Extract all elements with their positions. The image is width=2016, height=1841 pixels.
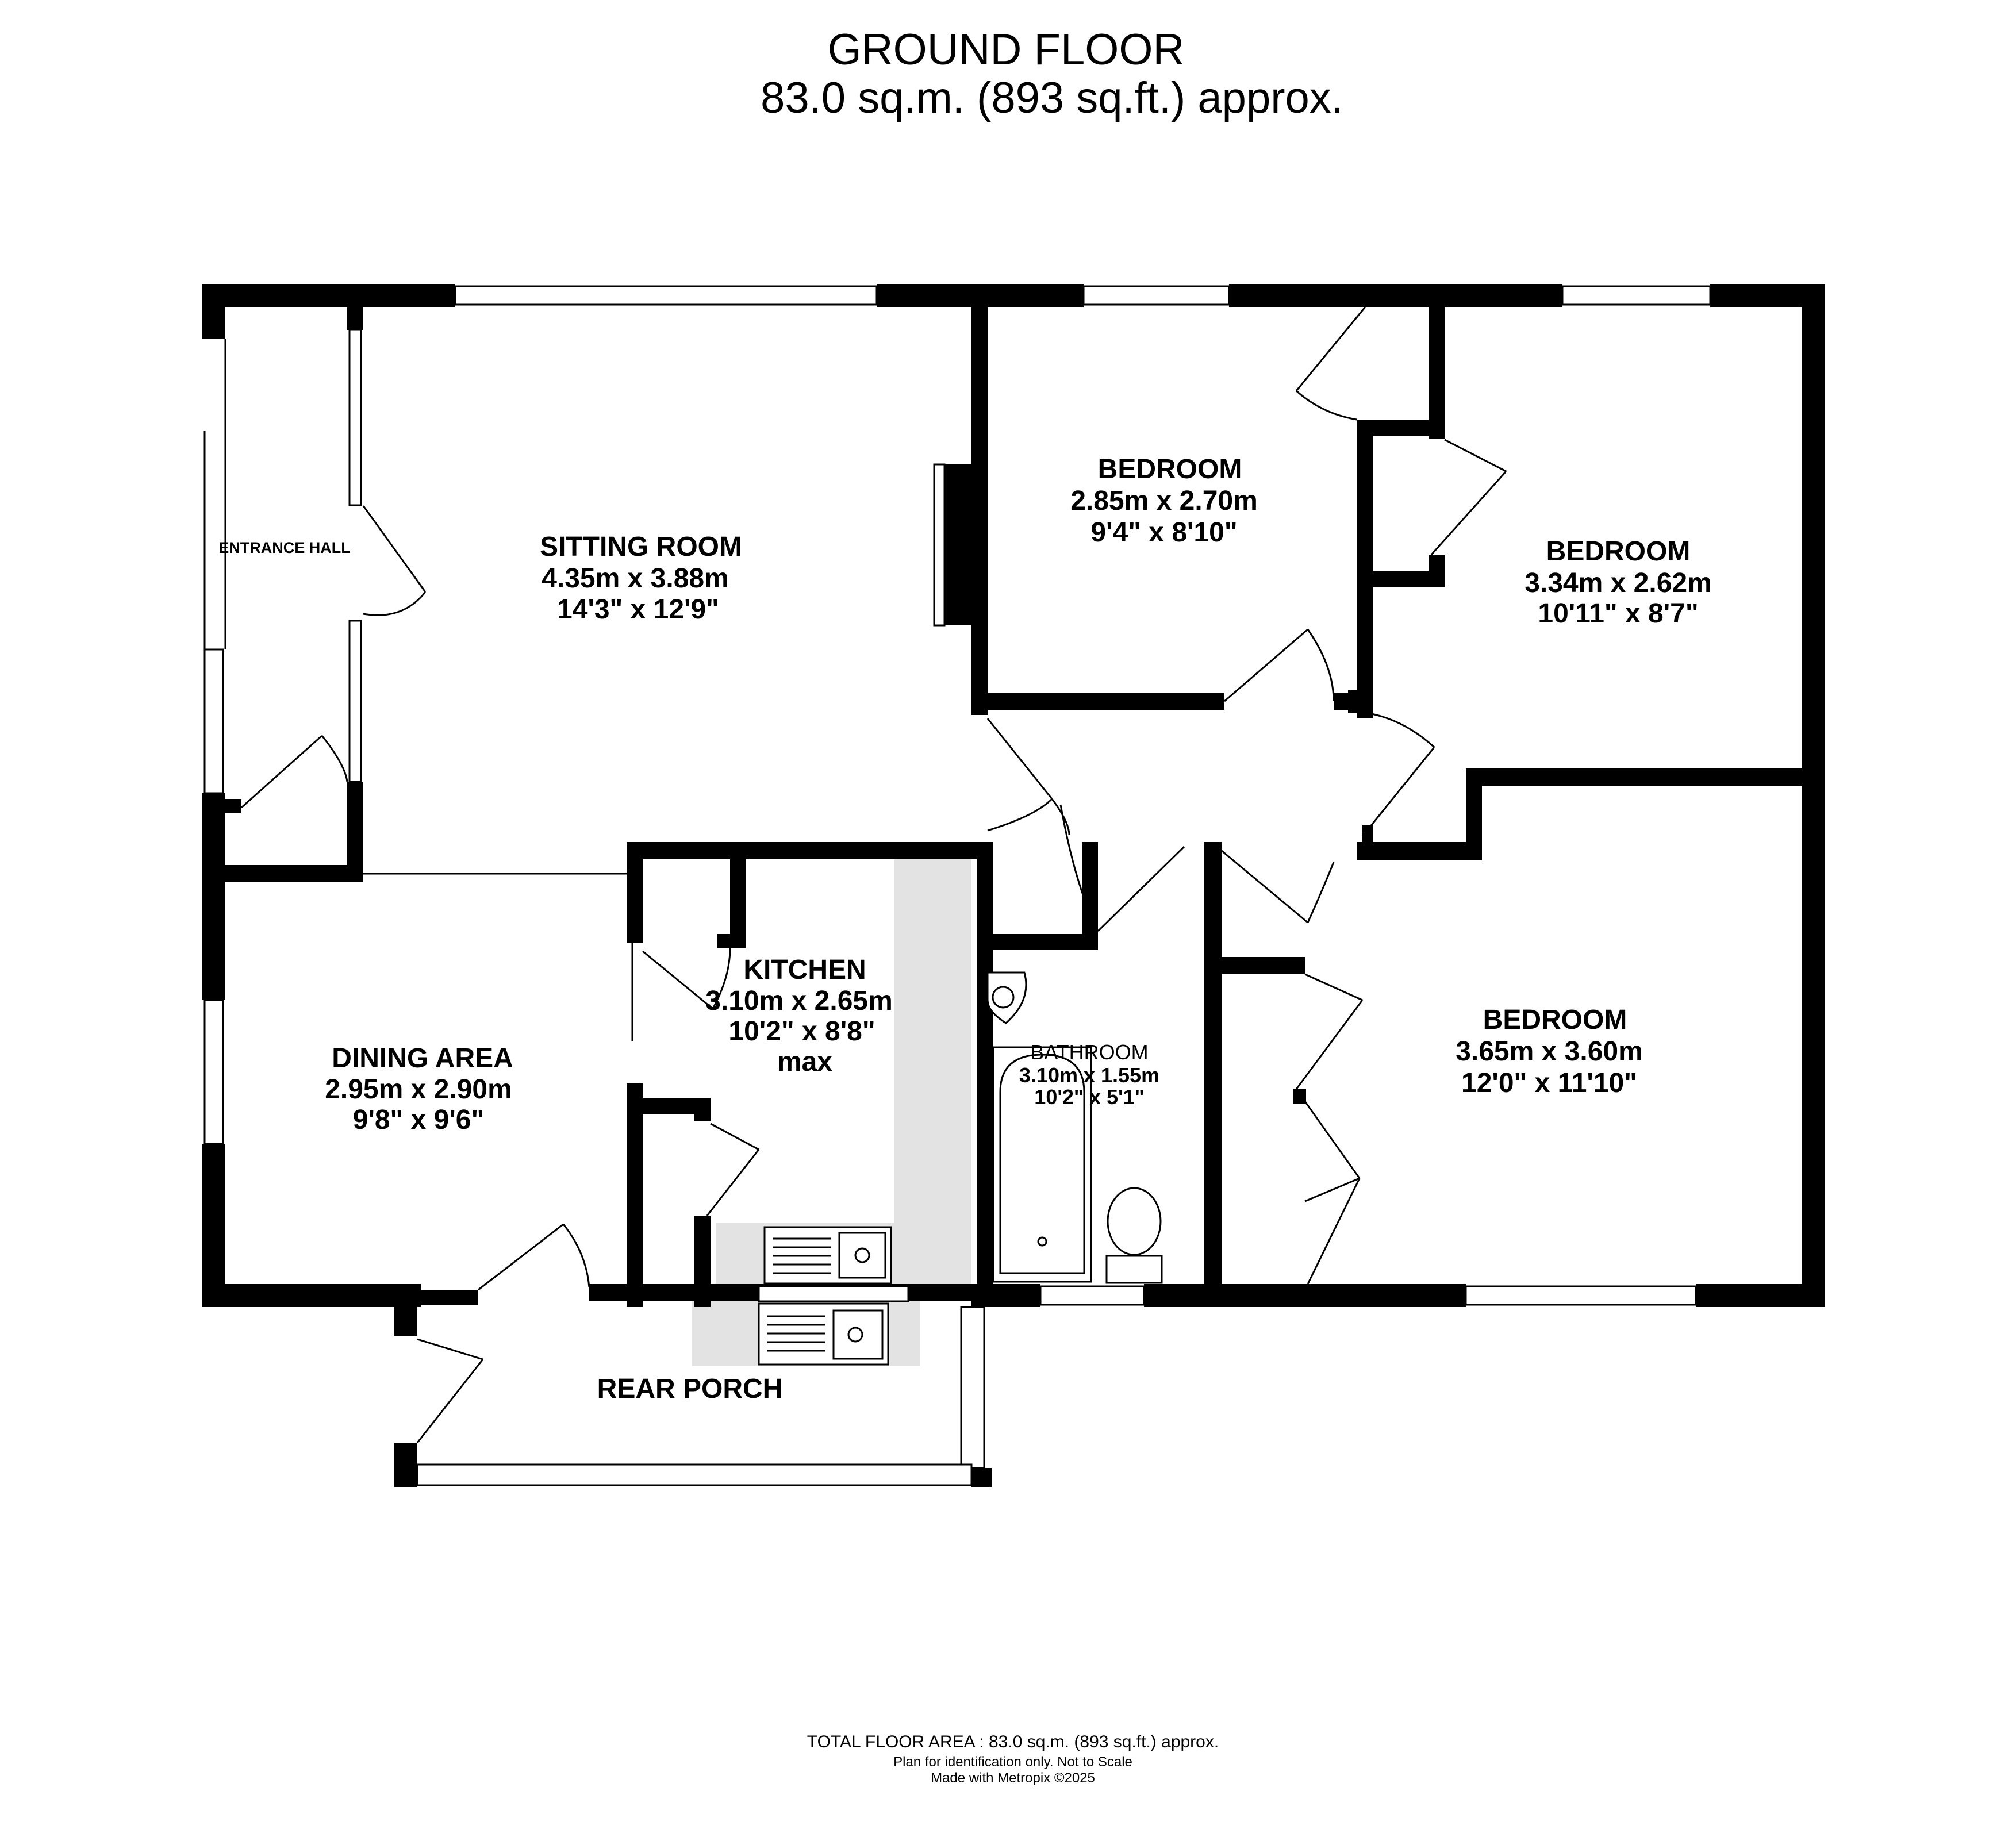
bathroom-metric: 3.10m x 1.55m <box>1019 1063 1159 1087</box>
doors <box>241 306 1507 1443</box>
kitchen-imperial: 10'2" x 8'8" <box>728 1016 875 1047</box>
bedroom-3-imperial: 12'0" x 11'10" <box>1461 1068 1637 1098</box>
rear-porch-label: REAR PORCH <box>597 1374 783 1404</box>
dining-area-name: DINING AREA <box>332 1043 513 1074</box>
disclaimer: Plan for identification only. Not to Sca… <box>893 1754 1132 1770</box>
kitchen-note: max <box>777 1047 832 1077</box>
entrance-door <box>362 505 427 616</box>
kitchen-label: KITCHEN 3.10m x 2.65m 10'2" x 8'8" max <box>705 955 893 1077</box>
hall-door-1 <box>1051 798 1070 836</box>
bathroom-label: BATHROOM 3.10m x 1.55m 10'2" x 5'1" <box>1019 1040 1159 1109</box>
walls <box>202 284 1825 1487</box>
kitchen-sink-icon <box>763 1226 892 1285</box>
windows <box>203 285 1711 1486</box>
bedroom-1-label: BEDROOM 2.85m x 2.70m 9'4" x 8'10" <box>1070 454 1258 548</box>
bedroom-1-name: BEDROOM <box>1098 454 1242 485</box>
bedroom-3-name: BEDROOM <box>1483 1005 1627 1035</box>
dining-area-imperial: 9'8" x 9'6" <box>353 1105 485 1135</box>
sitting-room-label: SITTING ROOM 4.35m x 3.88m 14'3" x 12'9" <box>540 532 742 625</box>
bedroom3-wardrobe-door <box>1295 973 1364 1285</box>
bedroom-2-imperial: 10'11" x 8'7" <box>1538 598 1698 629</box>
credit: Made with Metropix ©2025 <box>931 1770 1095 1786</box>
bedroom2-door <box>1361 712 1435 837</box>
bedroom-1-metric: 2.85m x 2.70m <box>1070 486 1258 516</box>
total-floor-area: TOTAL FLOOR AREA : 83.0 sq.m. (893 sq.ft… <box>807 1732 1219 1751</box>
floor-area: 83.0 sq.m. (893 sq.ft.) approx. <box>761 74 1343 122</box>
sitting-room-door <box>986 718 1053 832</box>
sitting-room-name: SITTING ROOM <box>540 532 742 562</box>
bathtub-icon <box>992 1046 1092 1283</box>
thin-lines <box>203 339 633 1041</box>
bedroom3-door <box>1221 850 1335 924</box>
kitchen-store-door <box>642 948 731 1010</box>
floor-title: GROUND FLOOR <box>828 25 1185 74</box>
bathroom-imperial: 10'2" x 5'1" <box>1034 1085 1144 1109</box>
kitchen-pantry-door <box>706 1123 760 1216</box>
bedroom2-cupboard-door <box>1430 439 1507 556</box>
bathroom-door <box>1059 804 1185 932</box>
bedroom-2-metric: 3.34m x 2.62m <box>1525 568 1712 598</box>
bedroom-2-label: BEDROOM 3.34m x 2.62m 10'11" x 8'7" <box>1525 536 1712 629</box>
dining-area-metric: 2.95m x 2.90m <box>325 1074 512 1105</box>
washbasin-icon <box>986 971 1027 1024</box>
toilet-icon <box>1105 1187 1163 1284</box>
sitting-room-imperial: 14'3" x 12'9" <box>557 594 719 625</box>
bedroom1-door <box>1224 628 1335 702</box>
fixtures <box>758 971 1163 1366</box>
porch-sink-icon <box>758 1302 889 1366</box>
porch-door <box>416 1338 484 1443</box>
dining-area-label: DINING AREA 2.95m x 2.90m 9'8" x 9'6" <box>325 1043 513 1135</box>
bathroom-name: BATHROOM <box>1030 1040 1148 1064</box>
kitchen-metric: 3.10m x 2.65m <box>705 986 893 1016</box>
bedroom-3-metric: 3.65m x 3.60m <box>1456 1036 1643 1067</box>
bedroom-1-imperial: 9'4" x 8'10" <box>1090 517 1237 548</box>
dining-rear-door <box>478 1223 590 1291</box>
hall-to-dining-door <box>241 735 348 809</box>
kitchen-name: KITCHEN <box>743 955 866 985</box>
bedroom-2-name: BEDROOM <box>1546 536 1691 567</box>
entrance-hall-label: ENTRANCE HALL <box>218 539 351 556</box>
sitting-room-metric: 4.35m x 3.88m <box>542 563 729 594</box>
bedroom1-cupboard-door <box>1295 306 1366 421</box>
bedroom-3-label: BEDROOM 3.65m x 3.60m 12'0" x 11'10" <box>1456 1005 1643 1098</box>
